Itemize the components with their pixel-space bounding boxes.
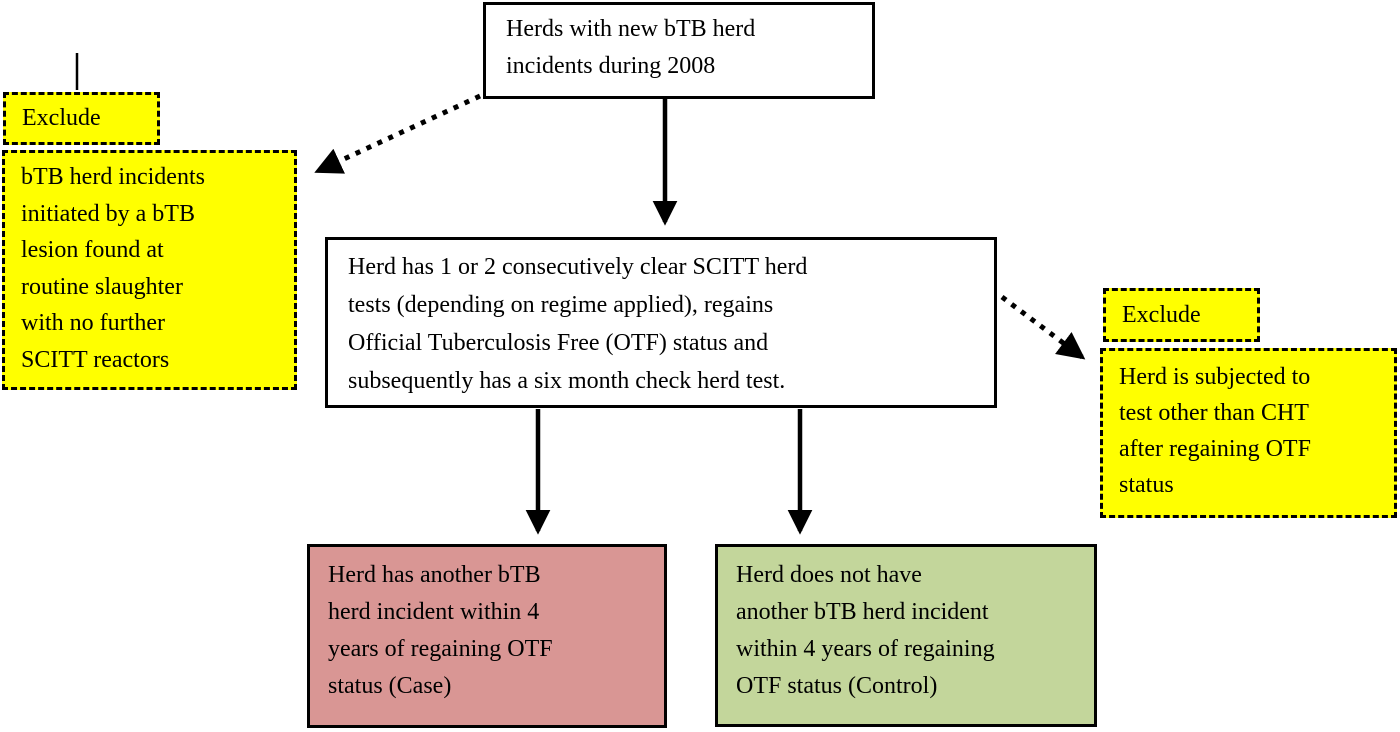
node-exclude-left-reason: bTB herd incidents initiated by a bTB le… bbox=[2, 150, 297, 390]
node-case: Herd has another bTB herd incident withi… bbox=[307, 544, 667, 728]
dotted-arrow-to-exclude-right bbox=[1000, 295, 1086, 360]
node-control: Herd does not have another bTB herd inci… bbox=[715, 544, 1097, 727]
node-exclude-right-reason: Herd is subjected to test other than CHT… bbox=[1100, 348, 1397, 518]
node-exclude-left-label: Exclude bbox=[3, 92, 160, 145]
node-new-incidents: Herds with new bTB herd incidents during… bbox=[483, 2, 875, 99]
node-otf-regain: Herd has 1 or 2 consecutively clear SCIT… bbox=[325, 237, 997, 408]
node-exclude-right-label: Exclude bbox=[1103, 288, 1260, 342]
dotted-arrow-to-exclude-left bbox=[314, 93, 482, 174]
